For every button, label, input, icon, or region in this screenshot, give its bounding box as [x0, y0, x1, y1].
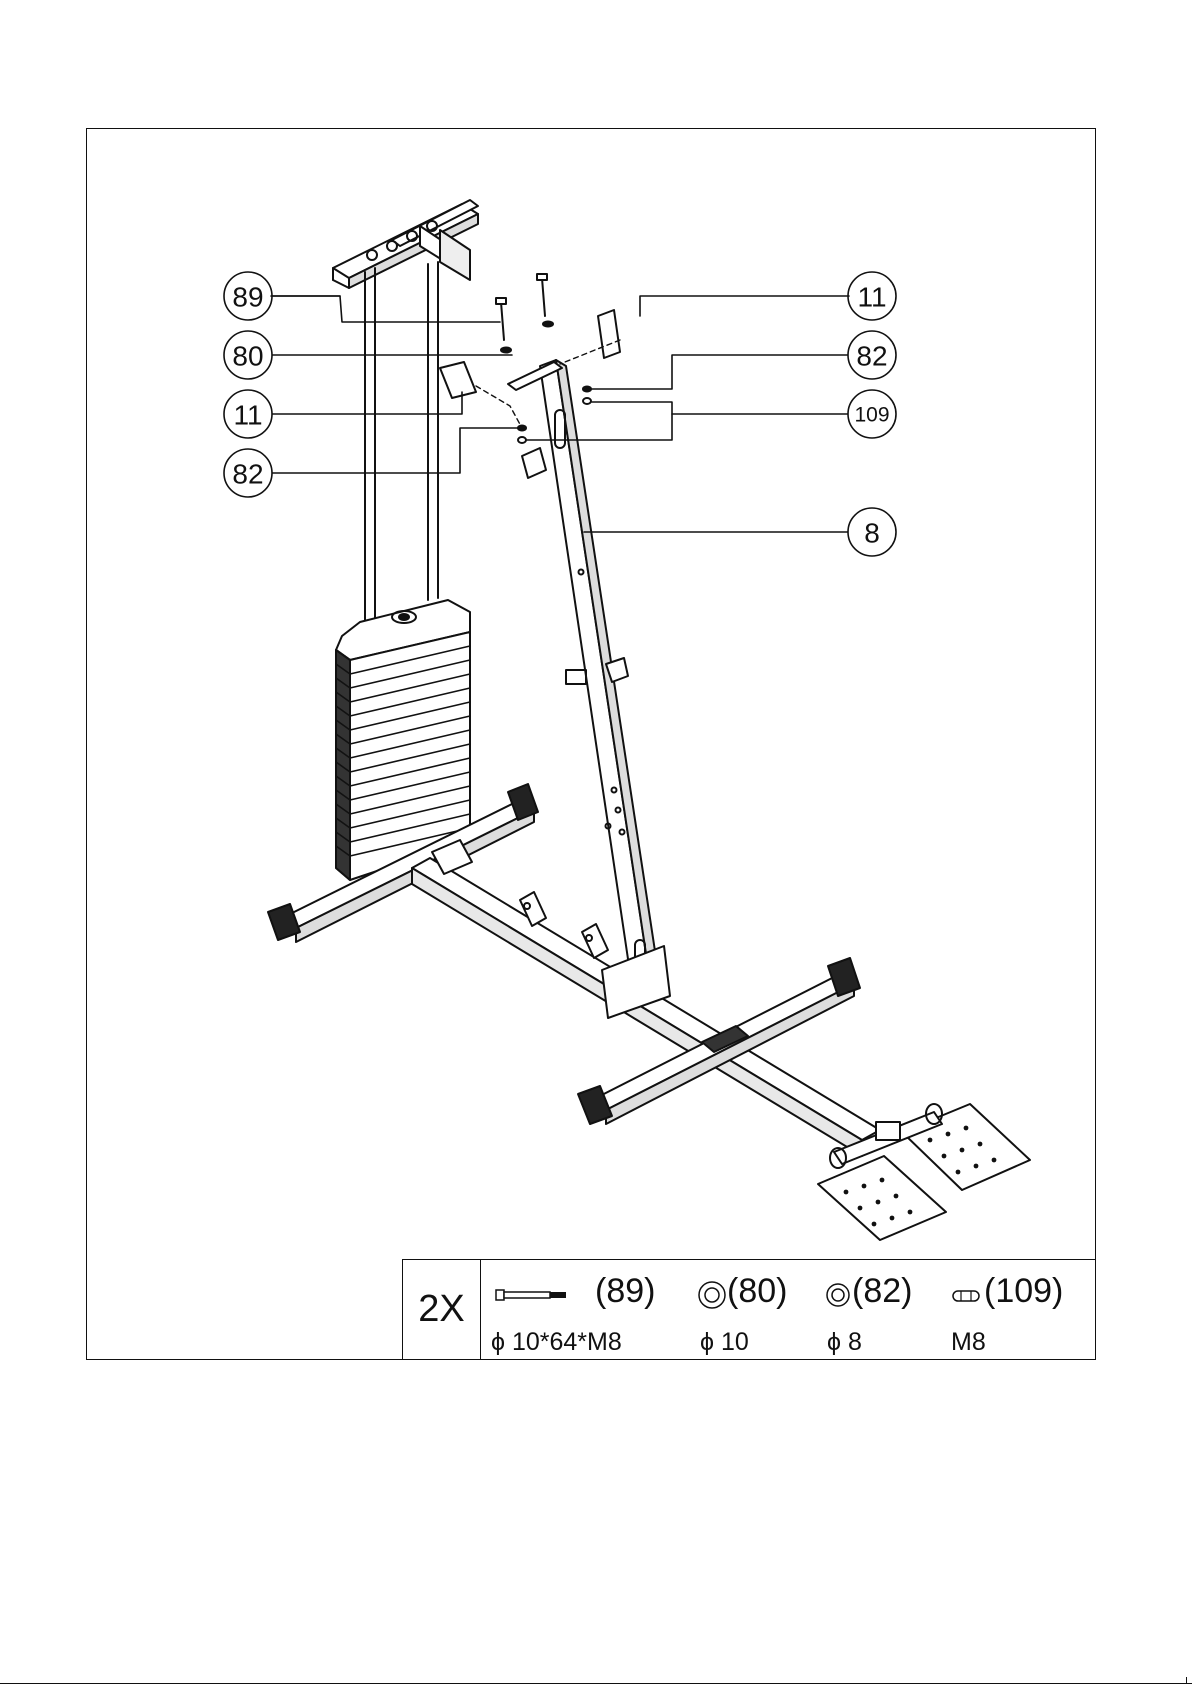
part-89-number: (89) [595, 1272, 655, 1311]
washer-icon [697, 1280, 727, 1310]
part-82-spec: ϕ 8 [827, 1328, 862, 1357]
spring-washer-icon [825, 1282, 851, 1308]
callout-80-label: 80 [232, 341, 263, 372]
hardware-parts-table: 2X (89) ϕ 10*64*M8 (80) ϕ 10 (82) ϕ 8 (1… [402, 1259, 1096, 1360]
part-109-number: (109) [984, 1272, 1063, 1311]
part-82-number: (82) [852, 1272, 912, 1311]
top-crossbar [333, 200, 478, 288]
exploded-hardware [440, 274, 620, 443]
hardware-items: (89) ϕ 10*64*M8 (80) ϕ 10 (82) ϕ 8 (109)… [481, 1260, 1095, 1359]
callout-89-label: 89 [232, 282, 263, 313]
part-80-spec: ϕ 10 [700, 1328, 749, 1357]
page-bottom-rule [0, 1683, 1192, 1684]
page-corner-mark [1186, 1677, 1187, 1683]
callout-11-left-label: 11 [233, 400, 262, 431]
part-80-number: (80) [727, 1272, 787, 1311]
callout-82-left-label: 82 [232, 459, 263, 490]
bolt-icon [495, 1288, 569, 1302]
callout-82-right-label: 82 [856, 341, 887, 372]
quantity-label: 2X [403, 1260, 481, 1359]
callout-109-label: 109 [854, 404, 889, 427]
part-89-spec: ϕ 10*64*M8 [491, 1328, 622, 1357]
nut-icon [951, 1289, 981, 1303]
callout-8-label: 8 [864, 518, 880, 549]
guide-rods [365, 262, 438, 625]
callout-11-right-label: 11 [857, 282, 886, 313]
part-109-spec: M8 [951, 1328, 986, 1357]
